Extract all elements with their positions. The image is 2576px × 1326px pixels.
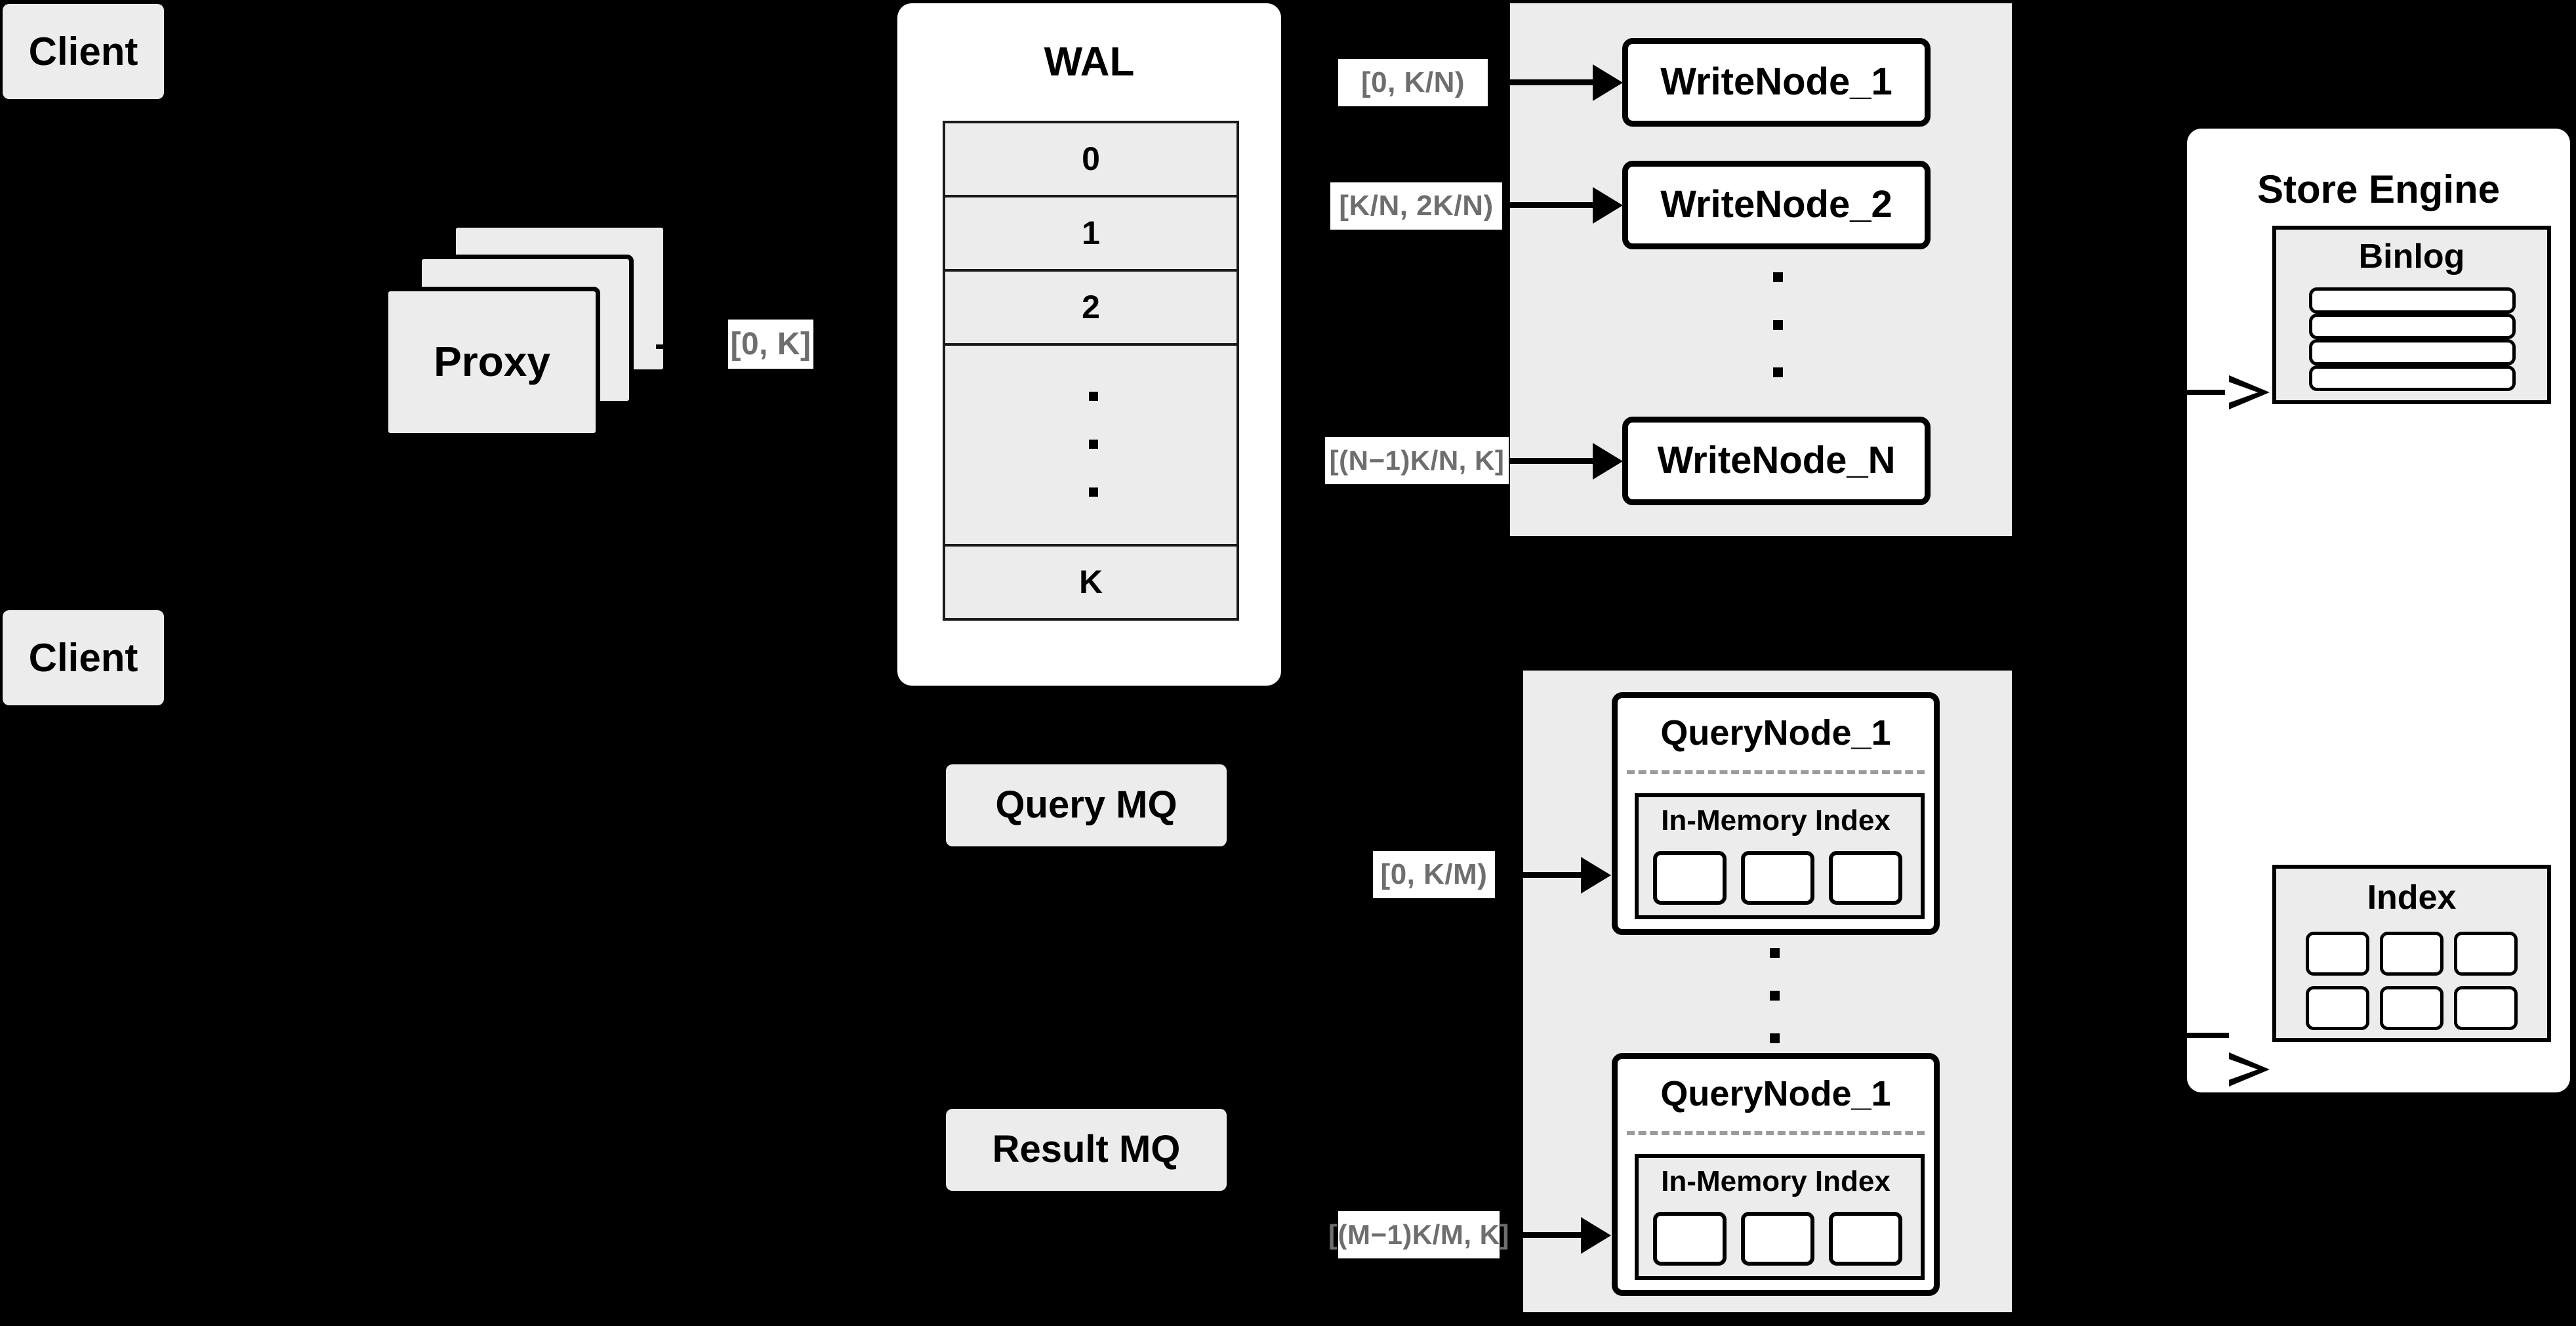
client-label-1: Client <box>28 30 138 73</box>
store-index-box: Index <box>2272 865 2551 1042</box>
wal-row-K-label: K <box>1078 564 1103 601</box>
query-mq-box[interactable]: Query MQ <box>946 764 1227 846</box>
binlog-row <box>2309 365 2516 391</box>
query-node-1-range-text: [0, K/M) <box>1380 858 1488 890</box>
query-node-1-arrow-head <box>1581 857 1611 894</box>
wal-row-K: K <box>943 544 1239 621</box>
query-node-m-index-title: In-Memory Index <box>1639 1163 1913 1200</box>
store-index-title-label: Index <box>2367 878 2457 917</box>
query-node-m-inmemory-index: In-Memory Index <box>1635 1154 1925 1280</box>
write-node-n-arrow-line <box>1510 458 1595 464</box>
query-node-1-inmemory-index: In-Memory Index <box>1635 793 1925 919</box>
result-mq-label: Result MQ <box>992 1128 1181 1171</box>
binlog-row <box>2309 287 2516 314</box>
write-node-2-label: WriteNode_2 <box>1660 183 1892 226</box>
write-node-2[interactable]: WriteNode_2 <box>1622 161 1931 249</box>
binlog-box: Binlog <box>2272 226 2551 404</box>
store-index-cell <box>2380 932 2443 976</box>
query-node-m-title: QueryNode_1 <box>1618 1071 1934 1117</box>
write-node-n[interactable]: WriteNode_N <box>1622 417 1931 505</box>
query-node-m-index-label: In-Memory Index <box>1661 1165 1891 1197</box>
query-node-1-index-cell <box>1653 851 1727 905</box>
wal-row-0-label: 0 <box>1082 140 1100 178</box>
query-node-m-index-cell <box>1653 1212 1727 1266</box>
store-index-arrow-line <box>2187 1033 2229 1038</box>
proxy-range-text: [0, K] <box>730 327 811 362</box>
query-node-1-range-tag: [0, K/M) <box>1373 851 1495 898</box>
query-node-1-index-cell <box>1741 851 1814 905</box>
wal-title: WAL <box>897 39 1281 85</box>
query-node-1-index-cell <box>1829 851 1902 905</box>
binlog-title: Binlog <box>2276 236 2547 277</box>
write-node-1-arrow-head <box>1593 64 1623 101</box>
proxy-range-tag: [0, K] <box>728 320 813 369</box>
wal-row-ellipsis <box>943 343 1239 547</box>
query-node-1-title: QueryNode_1 <box>1618 710 1934 756</box>
wal-row-0: 0 <box>943 121 1239 197</box>
query-node-1-separator <box>1627 770 1925 774</box>
store-engine-title: Store Engine <box>2187 165 2570 213</box>
store-index-cell <box>2380 986 2443 1030</box>
query-node-m-separator <box>1627 1131 1925 1135</box>
client-label-2: Client <box>28 636 138 680</box>
store-index-cell <box>2454 932 2518 976</box>
write-node-1-arrow-line <box>1510 79 1595 85</box>
store-index-cell <box>2306 932 2369 976</box>
query-node-1-index-label: In-Memory Index <box>1661 804 1891 837</box>
store-index-arrow-head <box>2225 1052 2270 1087</box>
write-node-2-arrow-line <box>1510 202 1595 208</box>
wal-row-2: 2 <box>943 269 1239 346</box>
query-node-m-index-cell <box>1741 1212 1814 1266</box>
binlog-title-label: Binlog <box>2358 237 2465 276</box>
store-index-cell <box>2306 986 2369 1030</box>
store-engine-title-label: Store Engine <box>2257 167 2501 211</box>
query-node-1[interactable]: QueryNode_1 In-Memory Index <box>1612 692 1940 935</box>
binlog-arrow-line <box>2187 390 2229 395</box>
write-node-n-label: WriteNode_N <box>1657 439 1896 482</box>
wal-title-label: WAL <box>1044 39 1135 85</box>
query-node-m-range-tag: [(M−1)K/M, K] <box>1328 1211 1509 1258</box>
query-node-m-arrow-head <box>1581 1217 1611 1254</box>
query-node-m-arrow-line <box>1523 1232 1601 1238</box>
wal-row-1: 1 <box>943 195 1239 272</box>
write-node-n-arrow-head <box>1593 443 1623 480</box>
write-node-1-label: WriteNode_1 <box>1660 60 1892 104</box>
query-node-m[interactable]: QueryNode_1 In-Memory Index <box>1612 1053 1940 1296</box>
client-box-1: Client <box>3 4 164 99</box>
wal-row-1-label: 1 <box>1082 215 1100 252</box>
binlog-row <box>2309 313 2516 339</box>
wal-row-2-label: 2 <box>1082 289 1100 326</box>
query-node-m-index-cell <box>1829 1212 1902 1266</box>
proxy-label: Proxy <box>434 338 550 386</box>
store-index-cell <box>2454 986 2518 1030</box>
write-node-n-range-text: [(N−1)K/N, K] <box>1329 445 1505 476</box>
query-node-m-title-label: QueryNode_1 <box>1660 1073 1891 1113</box>
proxy-connector-stub <box>656 344 684 349</box>
query-node-m-range-text: [(M−1)K/M, K] <box>1328 1219 1509 1250</box>
write-node-2-range-tag: [K/N, 2K/N) <box>1330 182 1502 230</box>
write-node-1[interactable]: WriteNode_1 <box>1622 38 1931 127</box>
wal-ellipsis-dots <box>945 392 1242 497</box>
client-box-2: Client <box>3 610 164 705</box>
query-mq-label: Query MQ <box>995 783 1177 827</box>
write-node-n-range-tag: [(N−1)K/N, K] <box>1325 437 1509 484</box>
write-node-1-range-text: [0, K/N) <box>1361 66 1465 98</box>
binlog-row <box>2309 339 2516 365</box>
query-node-1-index-title: In-Memory Index <box>1639 802 1913 839</box>
store-index-title: Index <box>2276 877 2547 919</box>
proxy-box[interactable]: Proxy <box>384 287 600 438</box>
write-node-2-range-text: [K/N, 2K/N) <box>1339 190 1494 222</box>
result-mq-box[interactable]: Result MQ <box>946 1109 1227 1191</box>
query-node-1-arrow-line <box>1523 872 1601 878</box>
query-node-1-title-label: QueryNode_1 <box>1660 713 1891 753</box>
query-cluster-ellipsis-dots <box>1742 948 1807 1043</box>
binlog-arrow-head <box>2225 375 2270 409</box>
write-node-2-arrow-head <box>1593 187 1623 224</box>
write-cluster-ellipsis-dots <box>1745 272 1810 377</box>
write-node-1-range-tag: [0, K/N) <box>1338 59 1488 106</box>
